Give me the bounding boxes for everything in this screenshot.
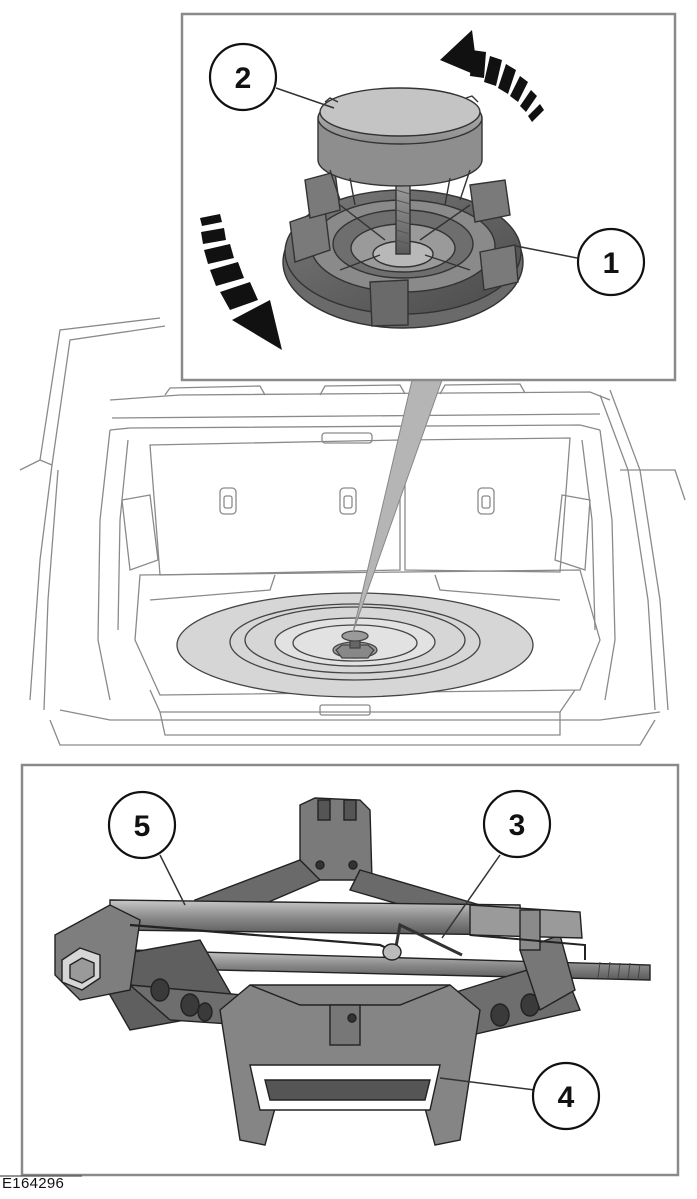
callout-2: 2 <box>208 42 278 112</box>
callout-3: 3 <box>482 789 552 859</box>
anchor-loop <box>477 487 495 515</box>
callout-5: 5 <box>107 790 177 860</box>
anchor-loop <box>219 487 237 515</box>
svg-text:1: 1 <box>603 247 620 280</box>
leader-line-4 <box>439 1077 536 1091</box>
leader-line-3 <box>441 854 501 939</box>
callout-4: 4 <box>531 1061 601 1131</box>
leader-line-5 <box>159 854 186 906</box>
svg-text:2: 2 <box>235 62 252 95</box>
rotate-counterclockwise-arrow-icon <box>440 30 544 122</box>
callout-1: 1 <box>576 227 646 297</box>
leader-line-2 <box>275 87 335 109</box>
leader-line-1 <box>515 245 578 259</box>
jack-handle-illustration <box>129 922 586 961</box>
figure-reference-code: E164296 <box>2 1175 65 1192</box>
svg-text:4: 4 <box>558 1081 575 1114</box>
anchor-loop <box>339 487 357 515</box>
load-space-illustration <box>19 317 686 746</box>
rotate-clockwise-arrow-icon <box>200 214 282 350</box>
retaining-nut-illustration <box>282 149 524 329</box>
spare-wheel <box>176 592 534 698</box>
cap-illustration <box>317 87 483 206</box>
svg-text:3: 3 <box>509 809 526 842</box>
svg-text:5: 5 <box>134 810 151 843</box>
